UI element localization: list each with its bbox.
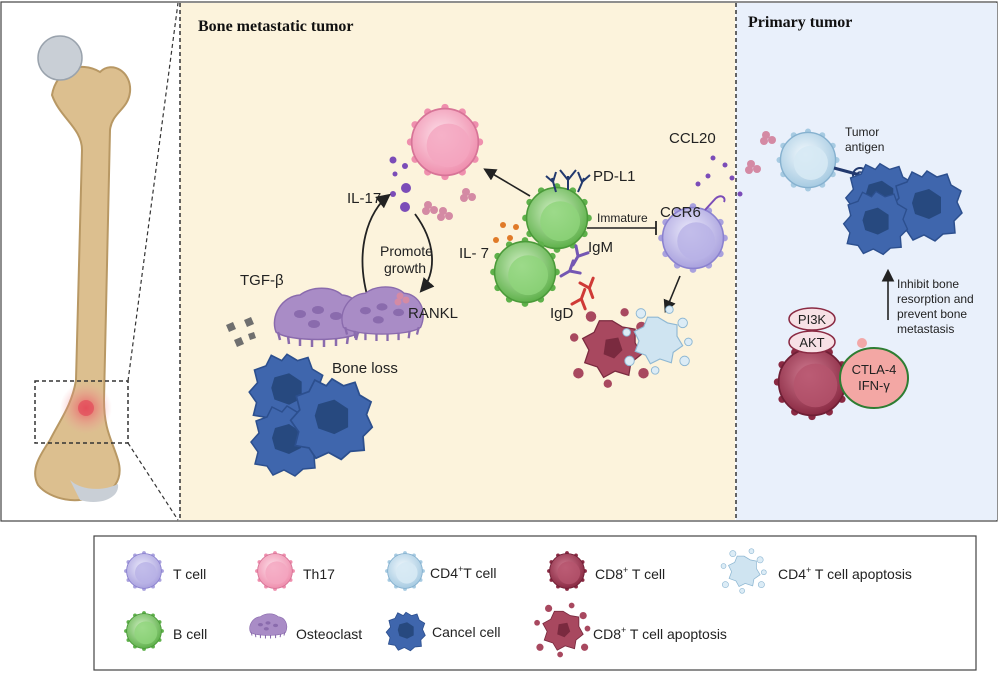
inhibit-line1: Inhibit bone — [897, 277, 959, 291]
ccl20-molecules — [695, 155, 743, 197]
pi3k-badge — [788, 307, 836, 331]
arrow-tcell-to-apoptosis — [663, 275, 681, 313]
inhibit-line4: metastasis — [897, 322, 954, 336]
bone-panel-title: Bone metastatic tumor — [198, 18, 354, 35]
tgfb-molecules — [226, 317, 256, 347]
legend-box — [93, 535, 977, 671]
legend-osteoclast-label: Osteoclast — [296, 626, 362, 642]
ifng-label: IFN-γ — [858, 378, 890, 393]
legend-cd4-label: CD4+T cell — [430, 564, 496, 581]
immature-label: Immature — [597, 211, 648, 225]
akt-label: AKT — [799, 335, 824, 350]
primary-panel-title: Primary tumor — [748, 14, 852, 31]
legend-t-cell-label: T cell — [173, 566, 206, 582]
legend-cd8-label: CD8+ T cell — [595, 565, 665, 582]
legend-cd4-apoptosis-label: CD4+ T cell apoptosis — [778, 565, 912, 582]
legend-cancer-cell-label: Cancel cell — [432, 624, 500, 640]
tcr-binding — [833, 166, 861, 177]
primary-molecules — [745, 131, 776, 174]
ccl20-label: CCL20 — [669, 130, 716, 147]
tumor-antigen-line1: Tumor — [845, 125, 879, 139]
tgfb-label: TGF-β — [240, 272, 284, 289]
inhibit-line3: prevent bone — [897, 307, 967, 321]
ctla4-ifng-badge — [839, 347, 909, 409]
il7-molecules — [493, 222, 519, 243]
pi3k-label: PI3K — [798, 312, 827, 327]
akt-badge — [788, 330, 836, 354]
promote-growth-line2: growth — [384, 260, 426, 276]
il17-label: IL-17 — [347, 190, 381, 207]
secreted-molecules — [422, 188, 476, 221]
femur-bone — [34, 2, 179, 521]
arrow-il17-to-osteoclast — [361, 193, 391, 306]
pdl1-label: PD-L1 — [593, 168, 636, 185]
promote-growth-line1: Promote — [380, 243, 433, 259]
tumor-antigen-line2: antigen — [845, 140, 884, 154]
pdl1-receptors — [545, 169, 591, 193]
arrow-promote-growth — [414, 213, 435, 293]
bone-loss-label: Bone loss — [332, 360, 398, 377]
ccr6-label: CCR6 — [660, 204, 701, 221]
rankl-molecules — [394, 292, 410, 306]
igd-label: IgD — [550, 305, 574, 322]
il7-label: IL- 7 — [459, 245, 489, 262]
primary-tumor-panel — [736, 3, 997, 520]
legend-b-cell-label: B cell — [173, 626, 207, 642]
femur-head — [37, 35, 83, 81]
igm-label: IgM — [588, 239, 613, 256]
legend-cd8-apoptosis-label: CD8+ T cell apoptosis — [593, 625, 727, 642]
inhibit-line2: resorption and — [897, 292, 974, 306]
ctla4-label: CTLA-4 — [852, 362, 897, 377]
legend-th17-label: Th17 — [303, 566, 335, 582]
rankl-label: RANKL — [408, 305, 458, 322]
il17-molecules — [389, 156, 411, 212]
arrow-bcell-to-th17 — [483, 168, 531, 197]
